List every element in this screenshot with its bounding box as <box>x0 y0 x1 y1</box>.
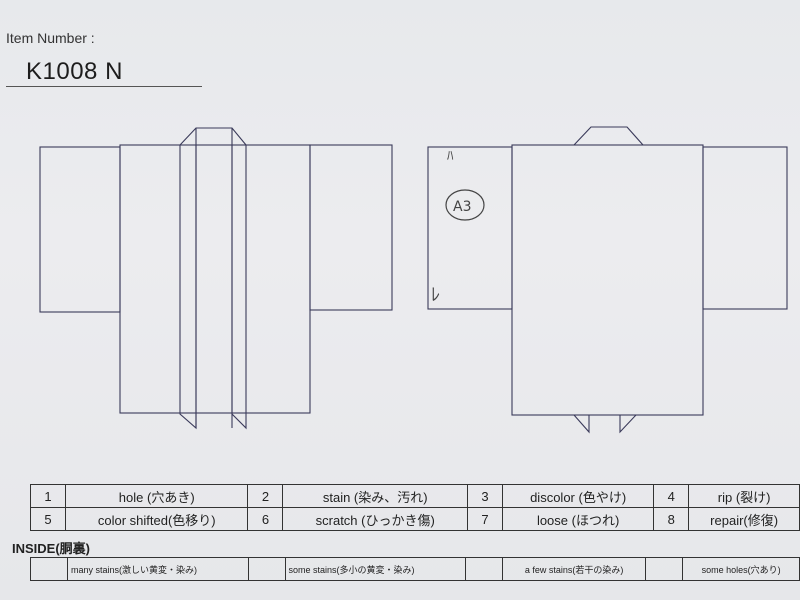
checkbox-cell <box>465 557 503 581</box>
defect-number: 1 <box>30 484 66 508</box>
mark-circle-outline <box>445 189 485 221</box>
item-number-underline <box>6 86 202 87</box>
defect-label: discolor (色やけ) <box>501 484 655 508</box>
defect-label: color shifted(色移り) <box>64 507 249 531</box>
back-collar <box>573 126 644 146</box>
defect-label: scratch (ひっかき傷) <box>282 507 468 531</box>
inside-label: some stains(多小の黄変・染み) <box>284 557 466 581</box>
back-body <box>511 144 704 416</box>
defect-label: repair(修復) <box>688 507 800 531</box>
back-left-sleeve <box>427 146 513 310</box>
inside-section-title: INSIDE(胴裏) <box>12 541 91 556</box>
mark-circle: A3 <box>453 199 471 215</box>
front-collar <box>179 127 247 430</box>
back-tie-right <box>619 414 637 434</box>
item-number-value: K1008 N <box>26 58 123 85</box>
defect-label: hole (穴あき) <box>64 484 249 508</box>
defect-number: 2 <box>247 484 284 508</box>
defect-number: 3 <box>466 484 503 508</box>
front-right-sleeve <box>309 144 393 311</box>
defect-legend-table: 1 hole (穴あき) 2 stain (染み、汚れ) 3 discolor … <box>30 484 800 531</box>
checkbox-cell <box>645 557 684 581</box>
inside-label: many stains(激しい黄変・染み) <box>67 557 249 581</box>
defect-label: stain (染み、汚れ) <box>282 484 468 508</box>
inside-label: a few stains(若干の染み) <box>501 557 647 581</box>
inside-condition-table: many stains(激しい黄変・染み) some stains(多小の黄変・… <box>30 557 800 581</box>
front-left-sleeve <box>39 146 121 313</box>
defect-row: 5 color shifted(色移り) 6 scratch (ひっかき傷) 7… <box>30 507 800 531</box>
handwritten-marks: ﾊ A3 ﾚ <box>431 149 485 306</box>
inside-label: some holes(穴あり) <box>682 557 800 581</box>
front-body <box>119 144 311 414</box>
defect-number: 8 <box>653 507 690 531</box>
defect-number: 5 <box>30 507 66 531</box>
mark-top: ﾊ <box>447 149 454 164</box>
defect-row: 1 hole (穴あき) 2 stain (染み、汚れ) 3 discolor … <box>30 484 800 508</box>
front-view <box>39 127 393 430</box>
item-number-label: Item Number : <box>6 30 95 46</box>
back-right-sleeve <box>702 146 788 310</box>
defect-label: rip (裂け) <box>688 484 800 508</box>
inside-row: many stains(激しい黄変・染み) some stains(多小の黄変・… <box>30 557 800 581</box>
checkbox-cell <box>247 557 286 581</box>
garment-diagram: ﾊ A3 ﾚ <box>39 126 788 434</box>
defect-number: 6 <box>247 507 284 531</box>
back-tie-left <box>573 414 590 434</box>
back-view <box>427 126 788 434</box>
defect-number: 7 <box>466 507 503 531</box>
defect-label: loose (ほつれ) <box>501 507 655 531</box>
defect-number: 4 <box>653 484 690 508</box>
checkbox-cell <box>30 557 68 581</box>
mark-bottom: ﾚ <box>431 285 440 306</box>
